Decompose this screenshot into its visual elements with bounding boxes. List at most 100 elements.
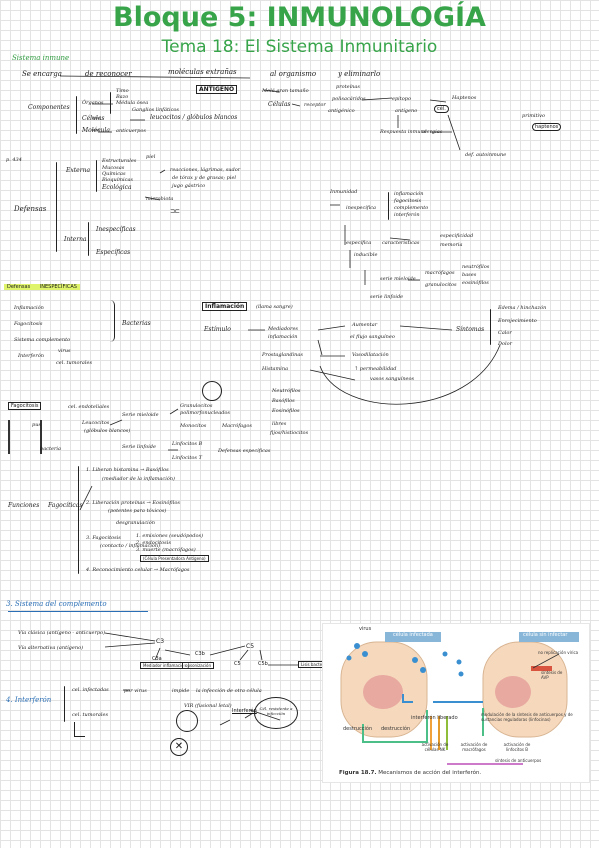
c5: C5	[246, 643, 255, 650]
defensas-especificas: Defensas específicas	[218, 448, 271, 454]
mediadores: Mediadores	[268, 326, 298, 332]
fagocitosis-box: Fagocitosis	[8, 402, 42, 410]
fig-destruccion-2: destrucción	[381, 726, 411, 732]
receptor: receptor	[304, 102, 326, 108]
defensas-inespecificas-heading: Defensas INESPECÍFICAS	[4, 284, 80, 290]
fig-virus: virus	[359, 626, 372, 632]
bioquimicas: Bioquímicas	[102, 177, 133, 183]
molec-gran-tamano: Molé gran tamaño	[262, 88, 309, 94]
fig-activacion-b: activación de linfocitos B	[503, 742, 531, 752]
funcion-4: 4. Reconocimiento celular → Macrófagos	[86, 567, 190, 573]
sintoma-calor: Calor	[498, 330, 512, 336]
via-clasica: Vía clásica (antígeno - anticuerpo)	[18, 630, 106, 636]
microbiota-sketch-icon: ⊐⊏	[170, 208, 181, 215]
cel-box: cél.	[434, 105, 449, 113]
bacterias: Bacterias	[122, 320, 151, 327]
funcion-2c: desgranulación	[116, 520, 155, 526]
inflamacion-l: inflamación	[394, 191, 424, 197]
intro-eliminarlo: y eliminarlo	[338, 70, 381, 78]
fig-activacion-macro: activación de macrófagos	[460, 742, 488, 752]
primitivo: primitivo	[522, 113, 545, 119]
aumentar: Aumentar	[352, 322, 378, 328]
interna-label: Interna	[64, 236, 87, 243]
interferon-sketch-label: Interferón	[232, 708, 257, 714]
cpa-box: (Célula Presentadora Antígeno)	[140, 555, 209, 562]
figure-panel: célula infectada célula sin infectar vir…	[322, 623, 590, 783]
funcion-1b: (mediador de la inflamación)	[102, 476, 175, 482]
sintomas: Síntomas	[456, 326, 485, 333]
inespecifica: inespecífica	[346, 205, 377, 211]
celulas-comp: Células	[82, 115, 105, 122]
haptenos-box: haptenos	[532, 123, 562, 131]
sintoma-enrojecimiento: Enrojecimiento	[498, 318, 537, 324]
especificas: Específicas	[96, 249, 131, 256]
pus: pus	[32, 422, 41, 428]
complemento-l: complemento	[394, 205, 429, 211]
funcion-3c: 3. muerte (macrófagos)	[136, 547, 196, 553]
page-subtitle: Tema 18: El Sistema Inmunitario	[161, 37, 438, 57]
infeccion: la infección de otra célula	[196, 688, 262, 694]
linfocitos-t: Linfocitos T	[172, 455, 202, 461]
inflamacion-box: Inflamación	[202, 302, 248, 311]
anticuerpos: anticuerpos	[116, 128, 146, 134]
interferon-l-shape	[74, 722, 85, 737]
gran-bases: bases	[462, 272, 477, 278]
fig-cel-infectada: célula infectada	[393, 632, 433, 638]
funcion-2b: (potentes para tóxicos)	[108, 508, 167, 514]
gran-eosinofilos: eosinófilos	[462, 280, 489, 286]
inducible: inducible	[354, 252, 378, 258]
inmunidad: Inmunidad	[330, 189, 358, 195]
funcion-2: 2. Liberación proteínas → Eosinófilos	[86, 500, 180, 506]
c5a: C5	[234, 661, 241, 667]
fagocitosis-sketch	[8, 420, 42, 454]
serie-mieloide-d: serie mieloide	[380, 276, 416, 282]
polimorfonucleados: polimorfonucleados	[180, 410, 230, 416]
item-complemento: Sistema complemento	[14, 337, 71, 343]
estimulo: Estímulo	[204, 326, 231, 333]
histamina: Histamina	[262, 366, 289, 372]
item-inflamacion: Inflamación	[14, 305, 44, 311]
fig-modulacion: modulación de la síntesis de anticuerpos…	[481, 712, 573, 722]
def-autoinmune: def. autoinmune	[465, 152, 507, 158]
page-ref: p. 434	[6, 157, 22, 163]
quimicas: Químicas	[102, 171, 126, 177]
reacciones-3: jugo gástrico	[172, 183, 206, 189]
item-fagocitosis: Fagocitosis	[14, 321, 43, 327]
vasos-sanguineos: vasos sanguíneos	[370, 376, 415, 382]
caracteristicas: características	[382, 240, 420, 246]
inflamacion-m: inflamación	[268, 334, 298, 340]
virus-cell-sketch-icon	[176, 710, 198, 732]
figure-caption-number: Figura 18.7.	[339, 770, 377, 776]
flujo: el flujo sanguíneo	[350, 334, 395, 340]
componentes-label: Componentes	[28, 104, 70, 111]
histiocitos: fijos/histiocitos	[270, 430, 309, 436]
memoria: memoria	[440, 242, 463, 248]
bacteria: bacteria	[40, 446, 61, 452]
fig-activacion-nk: activación de células NK	[421, 742, 449, 752]
figure-caption: Figura 18.7. Mecanismos de acción del in…	[339, 770, 481, 776]
c5b: C5b	[258, 661, 268, 667]
alergias: alergias	[422, 129, 443, 135]
funciones: Funciones	[8, 502, 40, 509]
c3a: C3a	[152, 656, 162, 662]
cel-infectadas: cel. infectadas	[72, 687, 109, 693]
tumorales-note: cel. tumorales	[56, 360, 93, 366]
antigeno-lower: antígeno	[395, 108, 418, 114]
clock-sketch-icon	[202, 381, 222, 401]
serie-mieloide-f: Serie mieloide	[122, 412, 159, 418]
c3b: C3b	[195, 651, 205, 657]
item-interferon: Interferón	[18, 353, 44, 359]
microbiota: microbiota	[146, 196, 174, 202]
por-virus: por virus	[124, 688, 147, 694]
proteinas: proteínas	[336, 84, 360, 90]
monocitos: Monocitos	[180, 423, 207, 429]
fig-interferon-liberado: interferón liberado	[411, 715, 458, 721]
fagociticas: Fagocíticas	[48, 502, 83, 509]
defensas-heading: Defensas	[14, 205, 47, 213]
figure-diagram	[340, 632, 579, 765]
fig-sintesis-ac: síntesis de anticuerpos	[495, 758, 542, 763]
figure-caption-text: Mecanismos de acción del interferón.	[378, 770, 482, 776]
c3: C3	[156, 638, 165, 645]
haptenos: Haptenos	[452, 95, 477, 101]
